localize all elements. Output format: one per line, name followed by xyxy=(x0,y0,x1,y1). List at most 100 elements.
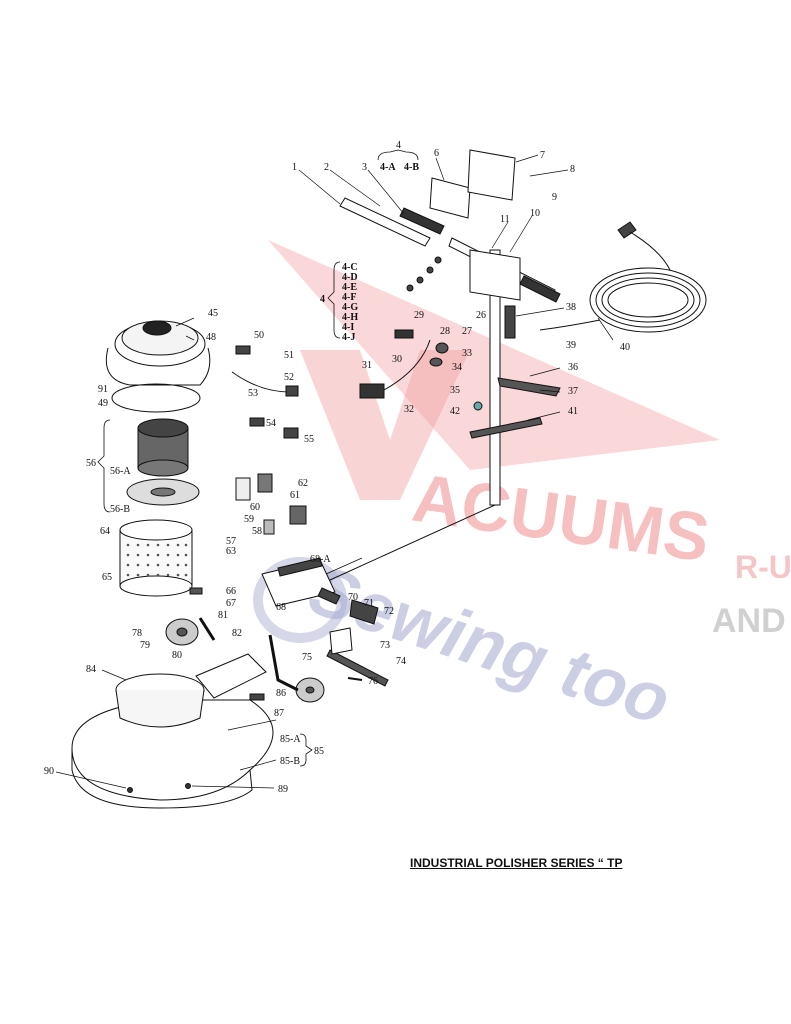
connector-30 xyxy=(394,329,414,339)
label-78: 78 xyxy=(132,628,142,639)
label-4-left: 4 xyxy=(320,294,325,305)
label-59: 59 xyxy=(244,514,254,525)
part-73 xyxy=(329,627,353,655)
rod-41 xyxy=(469,417,543,439)
label-34: 34 xyxy=(452,362,462,373)
label-30: 30 xyxy=(392,354,402,365)
label-79: 79 xyxy=(140,640,150,651)
label-32: 32 xyxy=(404,404,414,415)
diagram-caption: INDUSTRIAL POLISHER SERIES “ TP xyxy=(410,856,623,870)
label-90: 90 xyxy=(44,766,54,777)
label-8: 8 xyxy=(570,164,575,175)
label-63: 63 xyxy=(226,546,236,557)
label-58: 58 xyxy=(252,526,262,537)
grip-3 xyxy=(399,207,445,235)
handle-block xyxy=(469,249,521,301)
label-61: 61 xyxy=(290,490,300,501)
label-76: 76 xyxy=(368,676,378,687)
label-plate xyxy=(142,320,172,336)
label-81: 81 xyxy=(218,610,228,621)
base-plate-85 xyxy=(71,699,274,801)
base-skirt xyxy=(71,748,253,809)
label-35: 35 xyxy=(450,385,460,396)
leader-lines xyxy=(55,154,614,789)
label-74: 74 xyxy=(396,656,406,667)
cover-plate-7 xyxy=(467,149,516,201)
label-86: 86 xyxy=(276,688,286,699)
label-62: 62 xyxy=(298,478,308,489)
part-labels: 4 4-A 4-B 1 2 3 6 7 8 9 10 11 4-C 4-D 4-… xyxy=(44,140,630,795)
axle-81 xyxy=(198,617,216,641)
ring-84-body xyxy=(115,689,205,728)
watermark-and-text: AND xyxy=(712,602,786,640)
link-70 xyxy=(317,587,341,605)
label-4j: 4-J xyxy=(342,332,355,343)
label-52: 52 xyxy=(284,372,294,383)
label-54: 54 xyxy=(266,418,276,429)
label-49: 49 xyxy=(98,398,108,409)
watermark-v-shape xyxy=(300,350,470,500)
label-4h: 4-H xyxy=(342,312,358,323)
label-68a: 68-A xyxy=(310,554,331,565)
pin-76 xyxy=(347,677,363,681)
label-3: 3 xyxy=(362,162,367,173)
watermark-ru-text: R-U xyxy=(735,549,791,585)
label-91: 91 xyxy=(98,384,108,395)
label-4b: 4-B xyxy=(404,162,419,173)
plate-68a xyxy=(277,557,323,577)
label-27: 27 xyxy=(462,326,472,337)
bracket-56 xyxy=(97,419,111,513)
part-58 xyxy=(263,519,275,535)
part-87 xyxy=(249,693,265,701)
label-50: 50 xyxy=(254,330,264,341)
gasket-49 xyxy=(111,383,201,413)
spring-38 xyxy=(504,305,516,339)
label-57: 57 xyxy=(226,536,236,547)
switch-box-6 xyxy=(429,177,471,219)
drum-bottom xyxy=(119,575,193,597)
label-55: 55 xyxy=(304,434,314,445)
handle-assembly xyxy=(329,149,707,581)
arm-82 xyxy=(268,634,299,692)
bracket-4cj xyxy=(327,261,341,339)
label-36: 36 xyxy=(568,362,578,373)
label-7: 7 xyxy=(540,150,545,161)
wheel-86-hub xyxy=(305,686,315,694)
relay-61 xyxy=(289,505,307,525)
label-4: 4 xyxy=(396,140,401,151)
label-29: 29 xyxy=(414,310,424,321)
handle-rod-1 xyxy=(339,197,431,247)
part-55 xyxy=(283,427,299,439)
label-53: 53 xyxy=(248,388,258,399)
label-80: 80 xyxy=(172,650,182,661)
label-42: 42 xyxy=(450,406,460,417)
motor-bottom xyxy=(137,459,189,477)
bracket-4ab xyxy=(377,149,419,161)
label-85a: 85-A xyxy=(280,734,301,745)
bracket-66 xyxy=(189,587,203,595)
drum-top xyxy=(119,519,193,541)
label-26: 26 xyxy=(476,310,486,321)
switch-4f xyxy=(406,284,414,292)
label-4g: 4-G xyxy=(342,302,358,313)
motor-assembly xyxy=(105,320,325,703)
label-68: 68 xyxy=(276,602,286,613)
wire-32 xyxy=(383,339,431,391)
label-60: 60 xyxy=(250,502,260,513)
plate-56b-hole xyxy=(150,487,176,497)
switch-4d xyxy=(426,266,434,274)
part-50 xyxy=(235,345,251,355)
label-9: 9 xyxy=(552,192,557,203)
label-37: 37 xyxy=(568,386,578,397)
label-65: 65 xyxy=(102,572,112,583)
label-4i: 4-I xyxy=(342,322,354,333)
label-45: 45 xyxy=(208,308,218,319)
watermark-sewing-text: Sewing too xyxy=(300,550,679,740)
brackets xyxy=(97,149,419,767)
label-85b: 85-B xyxy=(280,756,300,767)
label-56b: 56-B xyxy=(110,504,130,515)
label-72: 72 xyxy=(384,606,394,617)
label-39: 39 xyxy=(566,340,576,351)
band-91 xyxy=(105,347,211,386)
